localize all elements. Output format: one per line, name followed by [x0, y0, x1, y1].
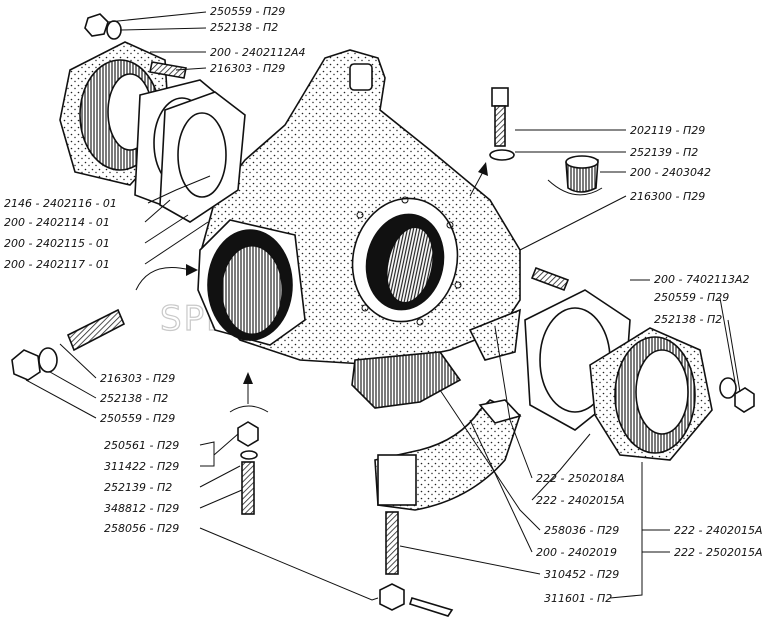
part-label: 200 - 2402112А4 [210, 46, 305, 59]
part-label: 252139 - П2 [104, 481, 172, 494]
top-bolt [489, 87, 515, 161]
bushing [565, 155, 599, 193]
part-label: 258036 - П29 [544, 524, 619, 537]
part-label: 250561 - П29 [104, 439, 179, 452]
part-label: 202119 - П29 [630, 124, 705, 137]
part-label: 2146 - 2402116 - 01 [4, 197, 117, 210]
part-label: 216303 - П29 [100, 372, 175, 385]
part-label: 258056 - П29 [104, 522, 179, 535]
small-stud [530, 266, 570, 292]
part-label: 250559 - П29 [100, 412, 175, 425]
part-label: 252138 - П2 [100, 392, 168, 405]
part-label: 222 - 2502018А [536, 472, 624, 485]
part-label: 311601 - П2 [544, 592, 612, 605]
part-label: 200 - 7402113А2 [654, 273, 749, 286]
part-label: 200 - 2402019 [536, 546, 617, 559]
part-label: 252139 - П2 [630, 146, 698, 159]
lower-left-studs [237, 421, 259, 515]
part-label: 200 - 2402117 - 01 [4, 258, 110, 271]
part-label: 216303 - П29 [210, 62, 285, 75]
left-stud-nut [11, 308, 126, 381]
steering-knuckle-housing [197, 49, 521, 409]
part-label: 252138 - П2 [210, 21, 278, 34]
nut-icon [84, 13, 109, 37]
part-label: 222 - 2402015А [536, 494, 624, 507]
part-label: 250559 - П29 [654, 291, 729, 304]
bearing-cap [374, 399, 522, 511]
left-cover-assembly [59, 13, 246, 223]
nut-icon [379, 583, 405, 611]
part-label: 222 - 2402015А [674, 524, 762, 537]
part-label: 310452 - П29 [544, 568, 619, 581]
part-label: 348812 - П29 [104, 502, 179, 515]
part-number-labels: 250559 - П29 252138 - П2 200 - 2402112А4… [4, 5, 762, 605]
cap-stud-nut [379, 511, 454, 617]
part-label: 252138 - П2 [654, 313, 722, 326]
part-label: 200 - 2402114 - 01 [4, 216, 110, 229]
part-label: 216300 - П29 [630, 190, 705, 203]
part-label: 311422 - П29 [104, 460, 179, 473]
nut-icon [734, 387, 755, 413]
part-label: 250559 - П29 [210, 5, 285, 18]
part-label: 222 - 2502015А [674, 546, 762, 559]
part-label: 200 - 2403042 [630, 166, 711, 179]
assembly-arrows [135, 162, 603, 413]
right-cover-assembly [524, 289, 755, 461]
nut-icon [11, 349, 41, 381]
part-label: 200 - 2402115 - 01 [4, 237, 110, 250]
leader-lines [25, 11, 741, 601]
nut-icon [237, 421, 259, 447]
